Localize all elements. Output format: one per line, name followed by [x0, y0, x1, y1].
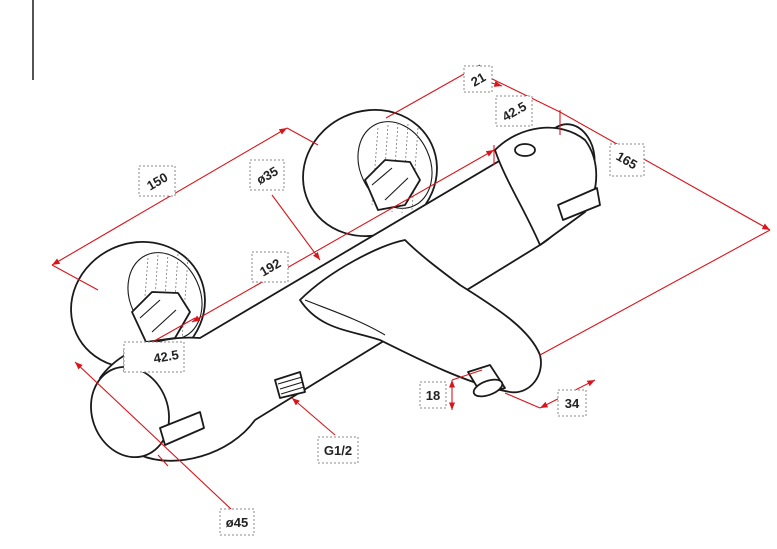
dim-150-line — [51, 127, 288, 266]
dim-150-ext-right — [286, 127, 319, 146]
left-knob — [90, 365, 205, 459]
dim-ø45-ext — [157, 454, 169, 467]
dim-34-ext — [504, 392, 541, 409]
label-21: 21 — [468, 69, 488, 89]
dimension-labels: 150 ø35 192 21 42.5 165 42.5 18 34 G1/2 … — [123, 65, 645, 536]
thread-connector — [274, 371, 306, 399]
label-42-5-left: 42.5 — [152, 347, 180, 366]
dim-ø35-leader — [271, 194, 321, 261]
dimension-lines — [51, 64, 771, 511]
label-34: 34 — [565, 396, 580, 411]
dim-165-line — [559, 111, 771, 231]
dim-thread-leader — [291, 397, 336, 436]
dim-165-ext — [539, 229, 771, 356]
label-18: 18 — [426, 388, 440, 403]
right-knob — [494, 126, 601, 246]
faucet-outline — [70, 108, 601, 462]
dim-18-ext — [451, 369, 483, 381]
dim-150-ext-left — [51, 264, 99, 291]
dim-ø45-line — [74, 361, 233, 511]
label-ø45: ø45 — [226, 515, 248, 530]
label-thread: G1/2 — [324, 443, 352, 458]
dim-192-line — [191, 149, 495, 323]
